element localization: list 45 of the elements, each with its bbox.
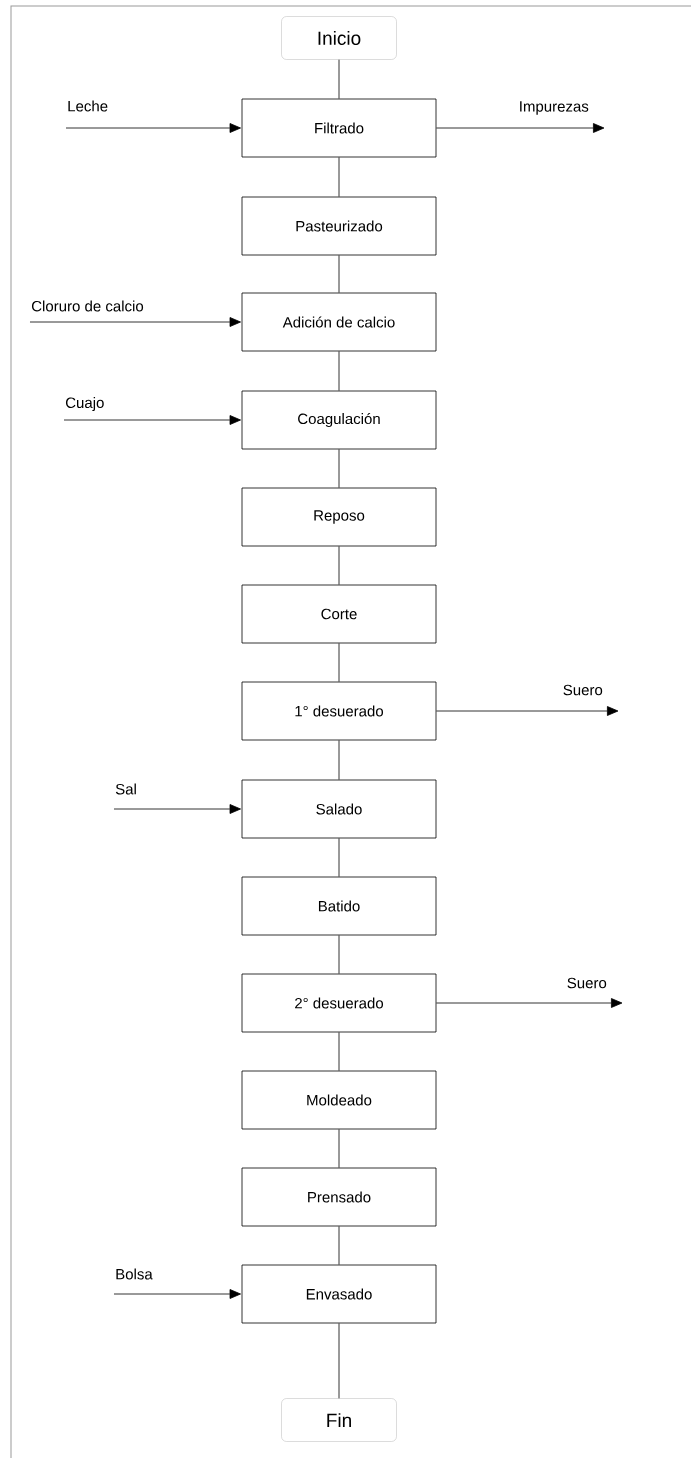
terminal-box: Fin (281, 1398, 397, 1442)
process-box: Prensado (241, 1167, 437, 1227)
process-box: Batido (241, 876, 437, 936)
process-box: Moldeado (241, 1070, 437, 1130)
input-label: Cloruro de calcio (31, 300, 144, 312)
connector-line (338, 1032, 340, 1071)
connector-line (338, 157, 340, 197)
process-box: Corte (241, 584, 437, 644)
input-label: Sal (115, 783, 136, 795)
process-box: Coagulación (241, 390, 437, 450)
process-box: Pasteurizado (241, 196, 437, 256)
arrow (436, 998, 623, 1008)
arrow (436, 706, 619, 716)
connector-line (338, 1323, 340, 1399)
arrow (29, 317, 241, 327)
connector-line (338, 643, 340, 682)
arrow (65, 123, 241, 133)
connector-line (338, 351, 340, 391)
connector-line (338, 740, 340, 780)
process-box: Adición de calcio (241, 292, 437, 352)
connector-line (338, 449, 340, 488)
process-box: 1° desuerado (241, 681, 437, 741)
arrow (436, 123, 605, 133)
connector-line (338, 838, 340, 877)
input-label: Cuajo (65, 397, 104, 411)
connector-line (338, 1226, 340, 1265)
process-box: 2° desuerado (241, 973, 437, 1033)
process-box: Salado (241, 779, 437, 839)
arrow (113, 1289, 241, 1299)
arrow (63, 415, 241, 425)
output-label: Suero (563, 684, 603, 696)
process-box: Filtrado (241, 98, 437, 158)
arrow (113, 804, 241, 814)
input-label: Bolsa (116, 1268, 153, 1280)
input-label: Leche (68, 100, 108, 112)
connector-line (338, 1129, 340, 1168)
output-label: Impurezas (520, 101, 589, 115)
connector-line (338, 59, 340, 99)
terminal-box: Inicio (281, 16, 397, 60)
output-label: Suero (567, 977, 607, 989)
connector-line (338, 255, 340, 293)
process-box: Reposo (241, 487, 437, 547)
process-box: Envasado (241, 1264, 437, 1324)
connector-line (338, 546, 340, 585)
connector-line (338, 935, 340, 974)
